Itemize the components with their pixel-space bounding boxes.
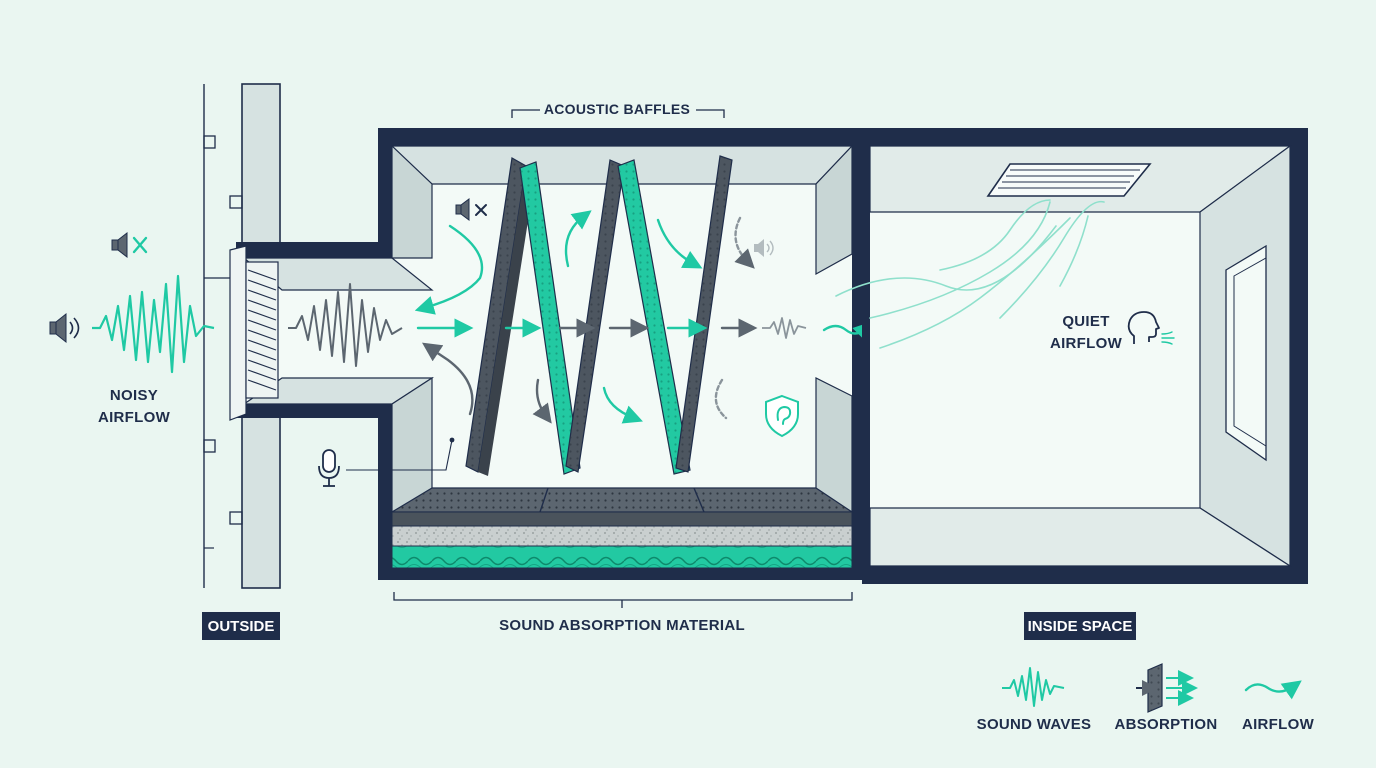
muted-speaker-icon [111,231,148,259]
quiet-wave [762,317,807,339]
legend-airflow-label: AIRFLOW [1242,716,1315,733]
microphone-icon [318,449,340,487]
ceiling-vent-icon [986,163,1152,197]
inlet-wave [288,283,403,367]
acoustic-baffles-label: ACOUSTIC BAFFLES [544,101,690,117]
inside-room [862,128,1308,584]
inside-space-label: INSIDE SPACE [1028,618,1133,635]
noisy-wave [92,274,215,374]
speaker-icon [49,312,80,344]
legend-sound-waves-label: SOUND WAVES [977,716,1092,733]
sound-wave-icon [1002,667,1065,707]
person-head-icon [1127,311,1175,345]
ear-shield-icon [765,394,799,438]
absorption-floor [389,487,854,569]
airflow-icon [1244,680,1302,700]
intake-grille-icon [229,245,279,421]
speaker-icon [754,239,774,257]
muted-speaker-icon [455,198,487,221]
absorption-icon [1136,663,1198,713]
inside-space-tag: INSIDE SPACE [1024,612,1136,640]
legend-absorption-label: ABSORPTION [1114,716,1217,733]
sound-absorption-label: SOUND ABSORPTION MATERIAL [499,617,745,634]
mic-leader-line [346,437,455,471]
airflow-arrows [414,210,873,424]
outside-tag: OUTSIDE [202,612,280,640]
room-airflow [835,199,1105,349]
baffles-bracket [511,109,725,118]
noisy-airflow-label-line1: NOISY [110,387,158,404]
quiet-airflow-label-line2: AIRFLOW [1050,335,1123,352]
absorption-bracket [393,592,853,608]
legend: SOUND WAVES ABSORPTION AIRFLOW [977,663,1315,733]
noisy-airflow-label-line2: AIRFLOW [98,409,171,426]
outside-label: OUTSIDE [208,618,275,635]
quiet-airflow-label-line1: QUIET [1062,313,1109,330]
acoustic-baffles [465,155,733,476]
